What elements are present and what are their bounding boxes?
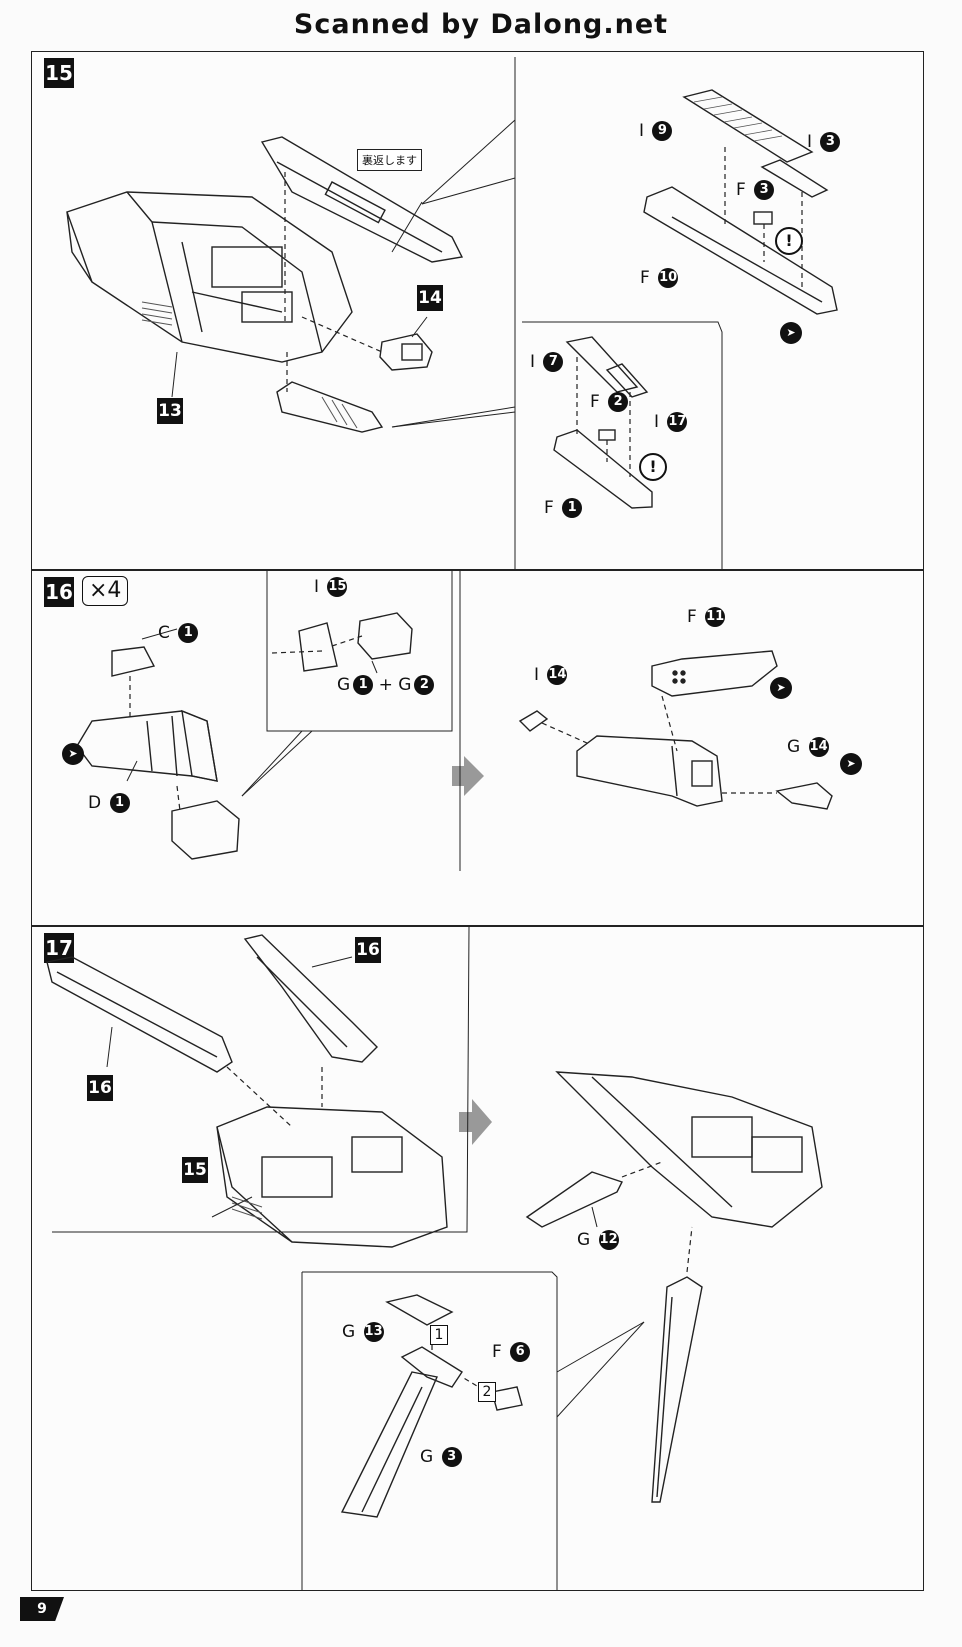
- part-label-F10: F 10: [640, 268, 679, 288]
- part-callout-16: 16: [87, 1075, 113, 1101]
- sticker-apply-icon: ➤: [62, 743, 84, 765]
- flip-over-note: 裏返します: [357, 149, 422, 171]
- part-label-F2: F 2: [590, 392, 629, 412]
- hull-body: [66, 191, 353, 363]
- step-16-drawing: [76, 571, 833, 871]
- step-number: 17: [44, 933, 74, 963]
- sticker-apply-icon: ➤: [780, 322, 802, 344]
- page-number: 9: [20, 1597, 64, 1621]
- part-callout-14: 14: [417, 285, 443, 311]
- sticker-apply-icon: ➤: [770, 677, 792, 699]
- part-label-F11: F 11: [687, 607, 726, 627]
- part-label-G13: G 13: [342, 1322, 384, 1342]
- part-label-I7: I 7: [530, 352, 564, 372]
- part-label-I3: I 3: [807, 132, 841, 152]
- part-label-F1: F 1: [544, 498, 583, 518]
- part-label-I15: I 15: [314, 577, 348, 597]
- part-label-F3: F 3: [736, 180, 775, 200]
- order-step-2: 2: [478, 1382, 496, 1402]
- scan-watermark: Scanned by Dalong.net: [293, 9, 669, 40]
- part-label-G3: G 3: [420, 1447, 462, 1467]
- part-label-D1: D 1: [88, 793, 130, 813]
- step-16-panel: 16 ×4: [31, 570, 924, 926]
- caution-icon: !: [639, 453, 667, 481]
- part-label-F6: F 6: [492, 1342, 531, 1362]
- caution-icon: !: [775, 227, 803, 255]
- order-step-1: 1: [430, 1325, 448, 1345]
- step-15-panel: 15: [31, 51, 924, 570]
- step-17-drawing: [46, 927, 823, 1590]
- step-number: 15: [44, 58, 74, 88]
- part-callout-13: 13: [157, 398, 183, 424]
- part-label-I14: I 14: [534, 665, 568, 685]
- step-17-panel: 17: [31, 926, 924, 1591]
- part-label-G14: G 14: [787, 737, 829, 757]
- quantity-multiplier: ×4: [82, 576, 129, 606]
- sticker-apply-icon: ➤: [840, 753, 862, 775]
- part-callout-15: 15: [182, 1157, 208, 1183]
- part-label-G12: G 12: [577, 1230, 619, 1250]
- part-label-I17: I 17: [654, 412, 688, 432]
- part-callout-16: 16: [355, 937, 381, 963]
- part-label-C1: C 1: [158, 623, 199, 643]
- part-label-I9: I 9: [639, 121, 673, 141]
- step-number: 16: [44, 577, 74, 607]
- step-15-drawing: [66, 57, 838, 569]
